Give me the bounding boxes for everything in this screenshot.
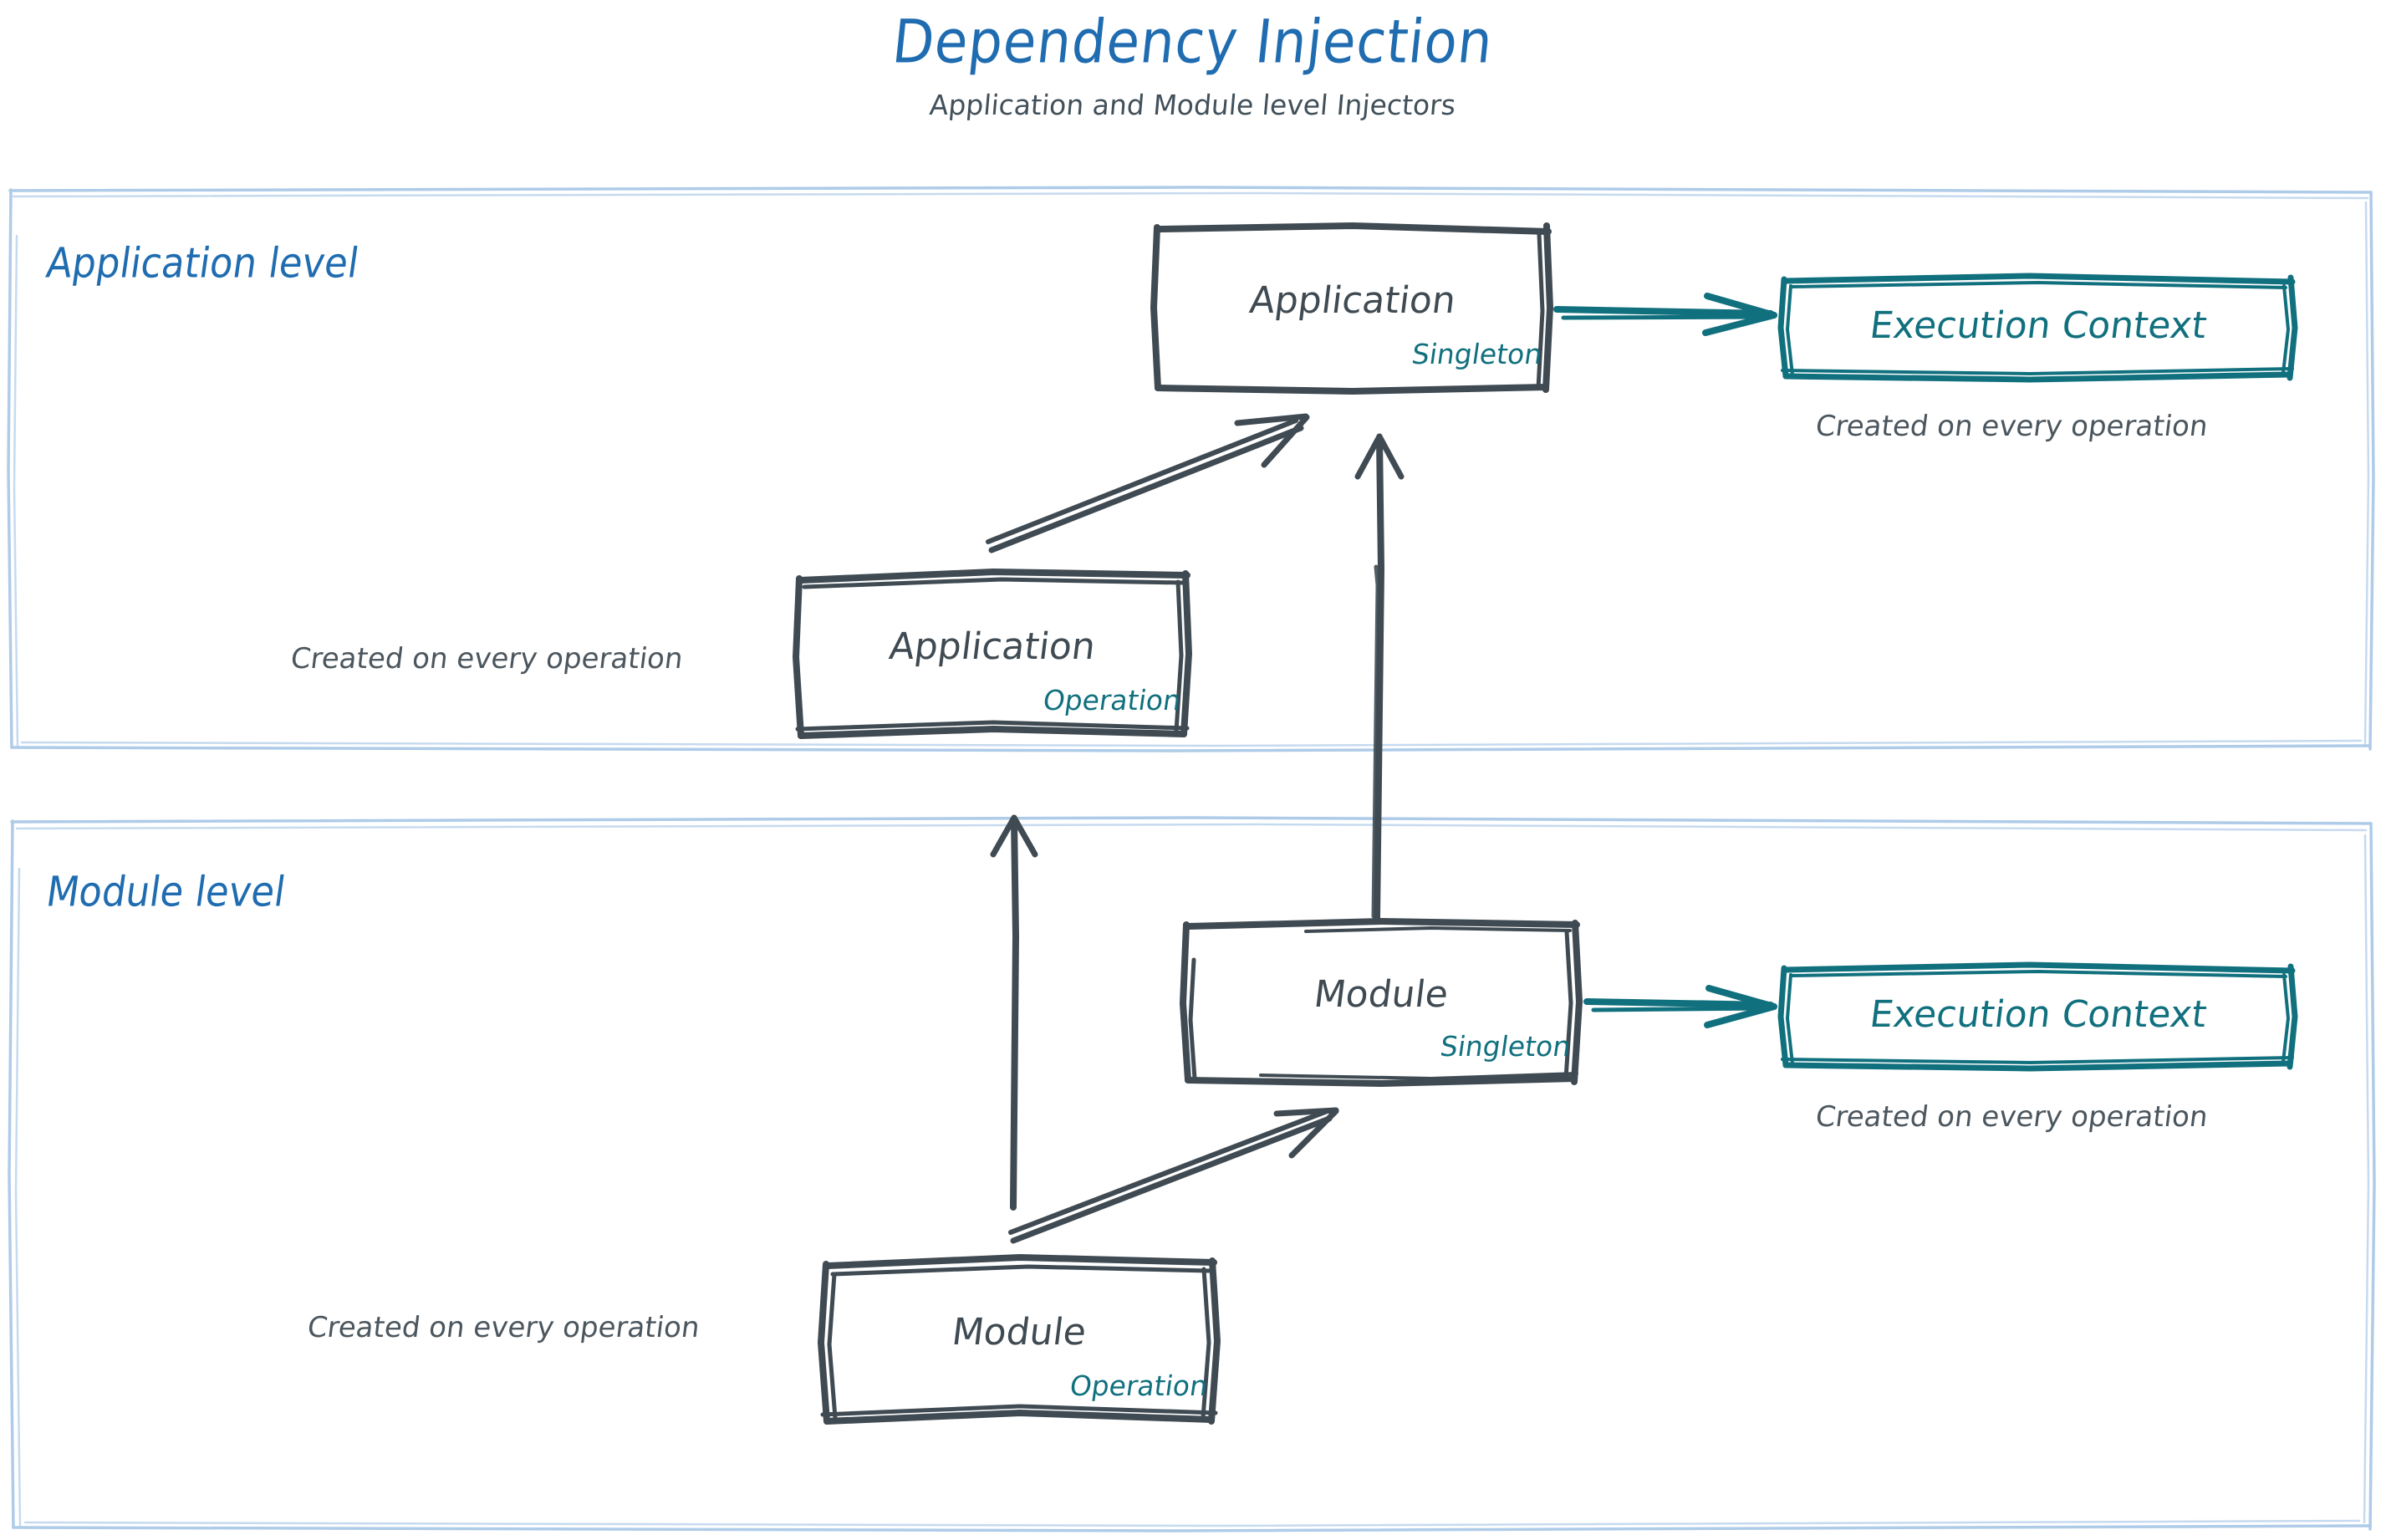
node-execution-context-application[interactable]: Execution Context — [1777, 273, 2298, 383]
node-execution-context-application-outline — [1777, 273, 2298, 383]
node-title: Module — [1311, 973, 1451, 1016]
node-scope-badge: Singleton — [1437, 1030, 1573, 1063]
annotation-application-operation: Created on every operation — [288, 642, 686, 676]
node-execution-context-module[interactable]: Execution Context — [1777, 961, 2298, 1072]
node-application-operation-outline — [792, 568, 1193, 739]
node-module-singleton[interactable]: Module Singleton — [1179, 917, 1583, 1088]
annotation-module-operation: Created on every operation — [305, 1311, 702, 1344]
node-module-operation[interactable]: Module Operation — [817, 1253, 1221, 1425]
swimlane-application-border — [7, 186, 2375, 752]
node-execution-context-module-outline — [1777, 961, 2298, 1072]
node-title: Execution Context — [1867, 993, 2210, 1036]
page-title: Dependency Injection — [889, 8, 1497, 78]
node-application-singleton-outline — [1150, 222, 1554, 395]
node-application-singleton[interactable]: Application Singleton — [1150, 222, 1554, 395]
swimlane-module-border — [8, 816, 2376, 1532]
swimlane-application-level — [5, 186, 2376, 754]
node-title: Application — [1247, 279, 1459, 322]
node-scope-badge: Operation — [1068, 1369, 1210, 1402]
node-title: Application — [886, 625, 1099, 668]
node-module-operation-outline — [817, 1253, 1221, 1425]
swimlane-label-application: Application level — [43, 238, 362, 288]
swimlane-module-level — [5, 815, 2376, 1534]
swimlane-label-module: Module level — [43, 867, 289, 916]
node-scope-badge: Operation — [1041, 684, 1183, 716]
node-application-operation[interactable]: Application Operation — [792, 568, 1193, 739]
page-subtitle: Application and Module level Injectors — [928, 89, 1458, 121]
title-block: Dependency Injection Application and Mod… — [0, 0, 2386, 121]
node-scope-badge: Singleton — [1409, 338, 1544, 370]
annotation-execution-context-module: Created on every operation — [1813, 1100, 2210, 1134]
node-title: Module — [949, 1311, 1089, 1354]
annotation-execution-context-application: Created on every operation — [1813, 410, 2210, 443]
node-module-singleton-outline — [1179, 917, 1583, 1088]
node-title: Execution Context — [1867, 304, 2210, 347]
